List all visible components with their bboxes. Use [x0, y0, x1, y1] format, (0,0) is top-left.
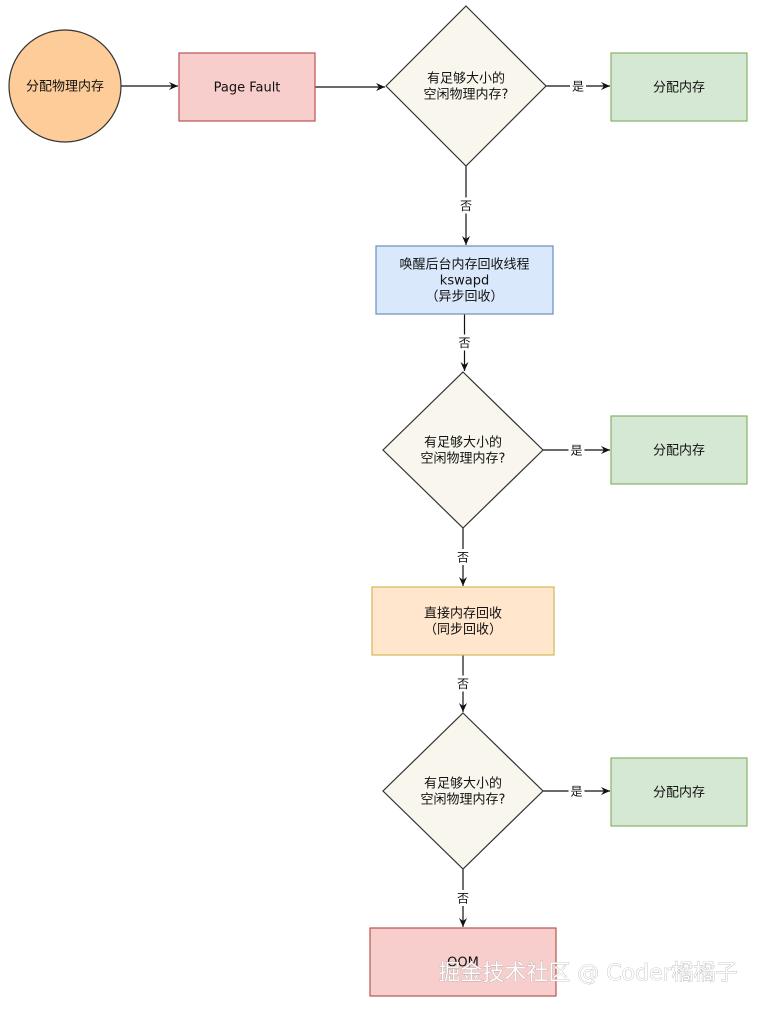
edge-label-bg	[458, 197, 474, 214]
edge-label: 否	[457, 892, 469, 906]
edge-label-bg	[568, 442, 585, 458]
edge-label-bg	[455, 675, 471, 692]
node-start-shape	[8, 29, 122, 143]
edge-label-bg	[570, 78, 586, 94]
node-direct: 直接内存回收（同步回收）	[371, 586, 555, 656]
edge-decision3-to-oom: 否	[455, 869, 471, 927]
node-oom: OOM	[369, 927, 557, 997]
node-kswapd-label-1: kswapd	[440, 274, 489, 289]
node-oom-label-0: OOM	[447, 956, 479, 971]
node-direct-shape	[371, 586, 555, 656]
edge-label: 否	[457, 677, 469, 691]
edge-label: 否	[460, 199, 472, 213]
node-alloc3-shape	[610, 757, 748, 827]
node-start: 分配物理内存	[8, 29, 122, 143]
edge-label: 是	[570, 785, 582, 799]
node-page-fault-shape	[178, 52, 316, 122]
edge-label-bg	[568, 783, 585, 799]
node-decision1-shape	[385, 5, 547, 167]
edge-decision1-to-kswapd: 否	[458, 166, 474, 245]
node-decision2-shape	[382, 371, 544, 529]
node-start-label-0: 分配物理内存	[26, 79, 104, 95]
node-decision3-label-0: 有足够大小的	[424, 776, 502, 792]
node-alloc1-shape	[610, 52, 748, 122]
node-oom-shape	[369, 927, 557, 997]
edge-direct-to-decision3: 否	[455, 655, 471, 712]
node-decision2-label-1: 空闲物理内存?	[421, 451, 506, 467]
node-alloc1: 分配内存	[610, 52, 748, 122]
node-alloc3-label-0: 分配内存	[653, 785, 705, 801]
edge-decision1-to-alloc1: 是	[546, 78, 610, 94]
edge-kswapd-to-decision2: 否	[456, 314, 473, 371]
node-alloc2-shape	[610, 415, 748, 485]
node-decision3-shape	[382, 712, 544, 870]
edge-label-bg	[455, 890, 471, 906]
edge-label-bg	[456, 334, 473, 351]
edge-label-bg	[455, 549, 471, 565]
edge-decision2-to-alloc2: 是	[543, 442, 610, 458]
edge-label: 是	[570, 444, 582, 458]
node-decision1-label-0: 有足够大小的	[427, 71, 505, 87]
node-page-fault: Page Fault	[178, 52, 316, 122]
watermark-text: 掘金技术社区 @ Coder橘橘子	[438, 961, 737, 986]
node-kswapd-label-2: （异步回收）	[425, 290, 503, 305]
node-direct-label-1: （同步回收）	[424, 623, 502, 638]
node-decision3-label-1: 空闲物理内存?	[421, 792, 506, 808]
node-kswapd-shape	[375, 245, 554, 315]
edge-decision2-to-direct: 否	[455, 528, 471, 586]
node-alloc2-label-0: 分配内存	[653, 443, 705, 459]
node-alloc2: 分配内存	[610, 415, 748, 485]
edge-label: 否	[458, 336, 470, 350]
node-direct-label-0: 直接内存回收	[424, 606, 502, 622]
node-alloc3: 分配内存	[610, 757, 748, 827]
edge-decision3-to-alloc3: 是	[543, 783, 610, 799]
node-decision1-label-1: 空闲物理内存?	[424, 87, 509, 103]
edge-label: 否	[457, 551, 469, 565]
node-alloc1-label-0: 分配内存	[653, 80, 705, 96]
node-decision2-label-0: 有足够大小的	[424, 435, 502, 451]
node-kswapd-label-0: 唤醒后台内存回收线程	[399, 257, 529, 273]
edge-label: 是	[572, 80, 584, 94]
node-page-fault-label-0: Page Fault	[214, 81, 281, 96]
